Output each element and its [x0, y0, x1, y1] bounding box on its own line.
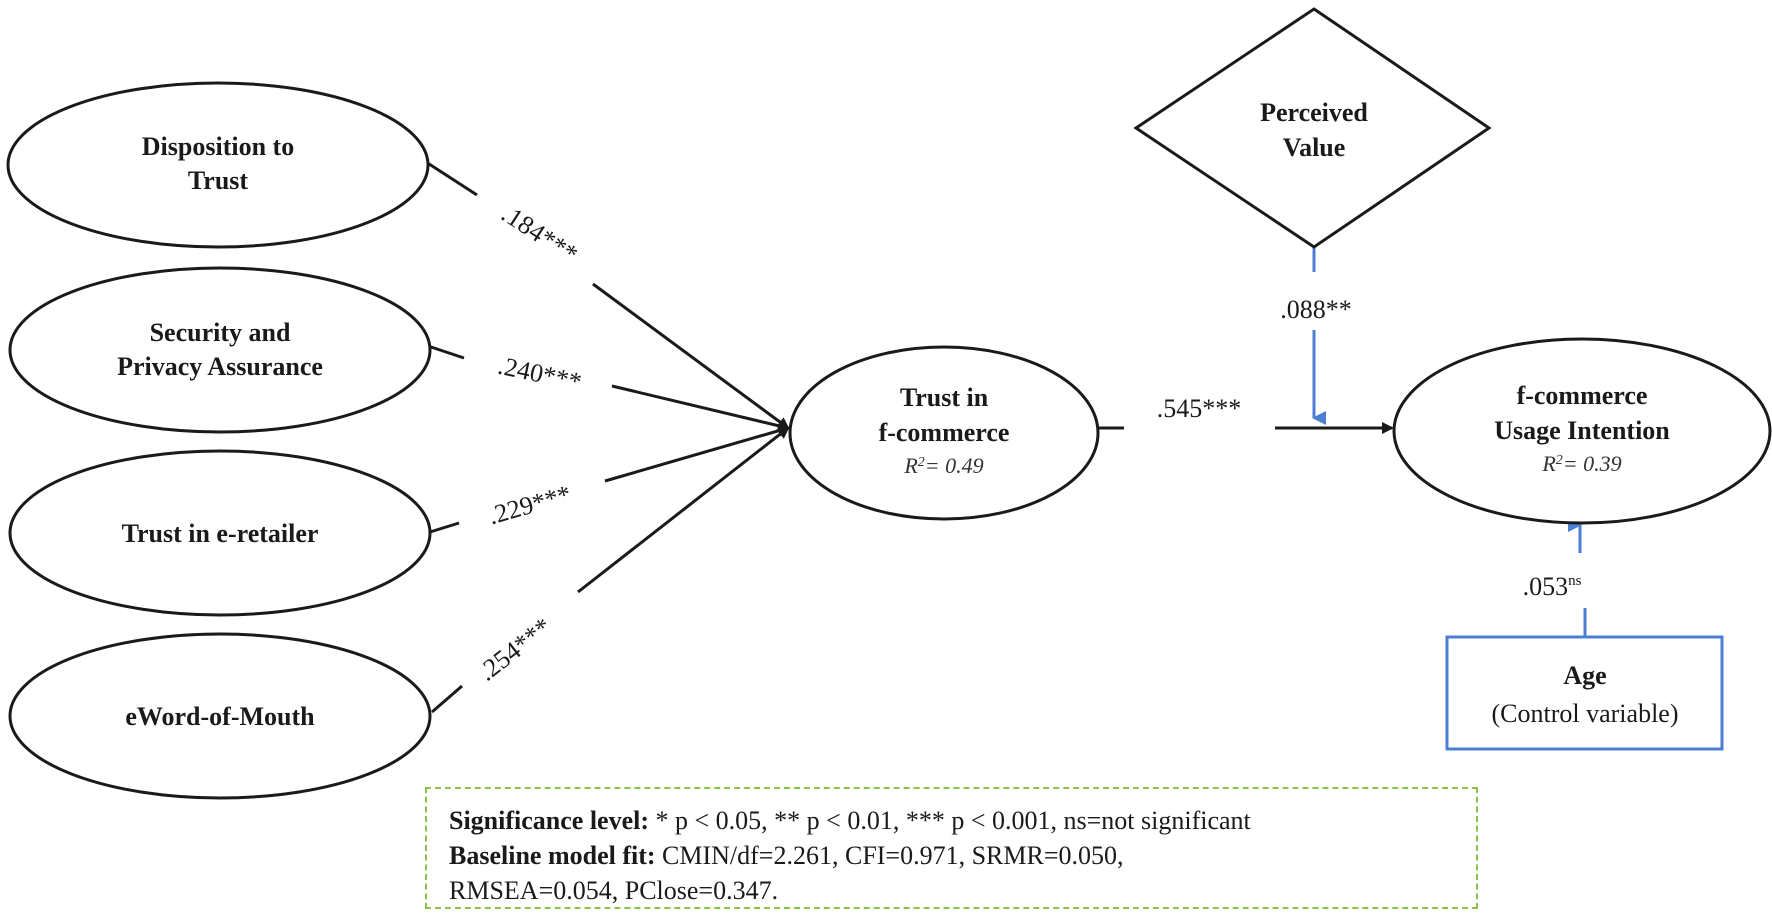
coef-ewom-trust: .254*** [473, 612, 557, 687]
significance-text: * p < 0.05, ** p < 0.01, *** p < 0.001, … [649, 806, 1251, 835]
node-age-control: Age (Control variable) [1445, 635, 1724, 751]
significance-label: Significance level: [449, 806, 650, 835]
coef-trust-intention: .545*** [1157, 394, 1242, 423]
model-fit-label: Baseline model fit: [449, 841, 656, 870]
trust-fc-r2: R2= 0.49 [903, 453, 983, 478]
coef-eretailer-trust: .229*** [485, 479, 574, 530]
model-fit-line: Baseline model fit: CMIN/df=2.261, CFI=0… [449, 838, 1454, 873]
trust-fc-line1: Trust in [900, 383, 989, 412]
ewom-line1: eWord-of-Mouth [125, 702, 315, 731]
node-perceived-value: Perceived Value [1133, 7, 1492, 249]
eretailer-line1: Trust in e-retailer [122, 519, 319, 548]
coef-value-moderation: .088** [1280, 295, 1352, 324]
intention-line1: f-commerce [1517, 381, 1648, 410]
significance-line: Significance level: * p < 0.05, ** p < 0… [449, 803, 1454, 838]
age-line2: (Control variable) [1492, 699, 1679, 728]
disposition-line2: Trust [188, 166, 249, 195]
disposition-line1: Disposition to [142, 132, 294, 161]
path-disposition-trust [425, 160, 790, 430]
security-line2: Privacy Assurance [117, 352, 323, 381]
node-usage-intention: f-commerce Usage Intention R2= 0.39 [1392, 337, 1772, 525]
node-disposition-to-trust: Disposition to Trust [6, 81, 430, 249]
coef-disposition-trust: .184*** [496, 199, 583, 269]
model-fit-line2: RMSEA=0.054, PClose=0.347. [449, 876, 779, 905]
path-eretailer-trust [429, 425, 790, 534]
intention-line2: Usage Intention [1494, 416, 1670, 445]
path-age-intention [1568, 518, 1587, 636]
intention-r2: R2= 0.39 [1541, 451, 1621, 476]
path-security-trust [427, 344, 790, 432]
path-ewom-trust [431, 426, 790, 714]
age-line1: Age [1563, 661, 1606, 690]
legend-box: Significance level: * p < 0.05, ** p < 0… [425, 787, 1478, 909]
coef-age-intention: .053ns [1523, 572, 1582, 601]
model-fit-text: CMIN/df=2.261, CFI=0.971, SRMR=0.050, [655, 841, 1124, 870]
value-line1: Perceived [1260, 98, 1368, 127]
node-trust-e-retailer: Trust in e-retailer [8, 449, 432, 617]
node-eword-of-mouth: eWord-of-Mouth [8, 632, 432, 800]
node-security-privacy: Security and Privacy Assurance [8, 266, 432, 434]
value-line2: Value [1283, 133, 1346, 162]
trust-fc-line2: f-commerce [879, 418, 1010, 447]
security-line1: Security and [150, 318, 291, 347]
node-trust-in-f-commerce: Trust in f-commerce R2= 0.49 [788, 345, 1100, 521]
coef-security-trust: .240*** [495, 351, 584, 397]
